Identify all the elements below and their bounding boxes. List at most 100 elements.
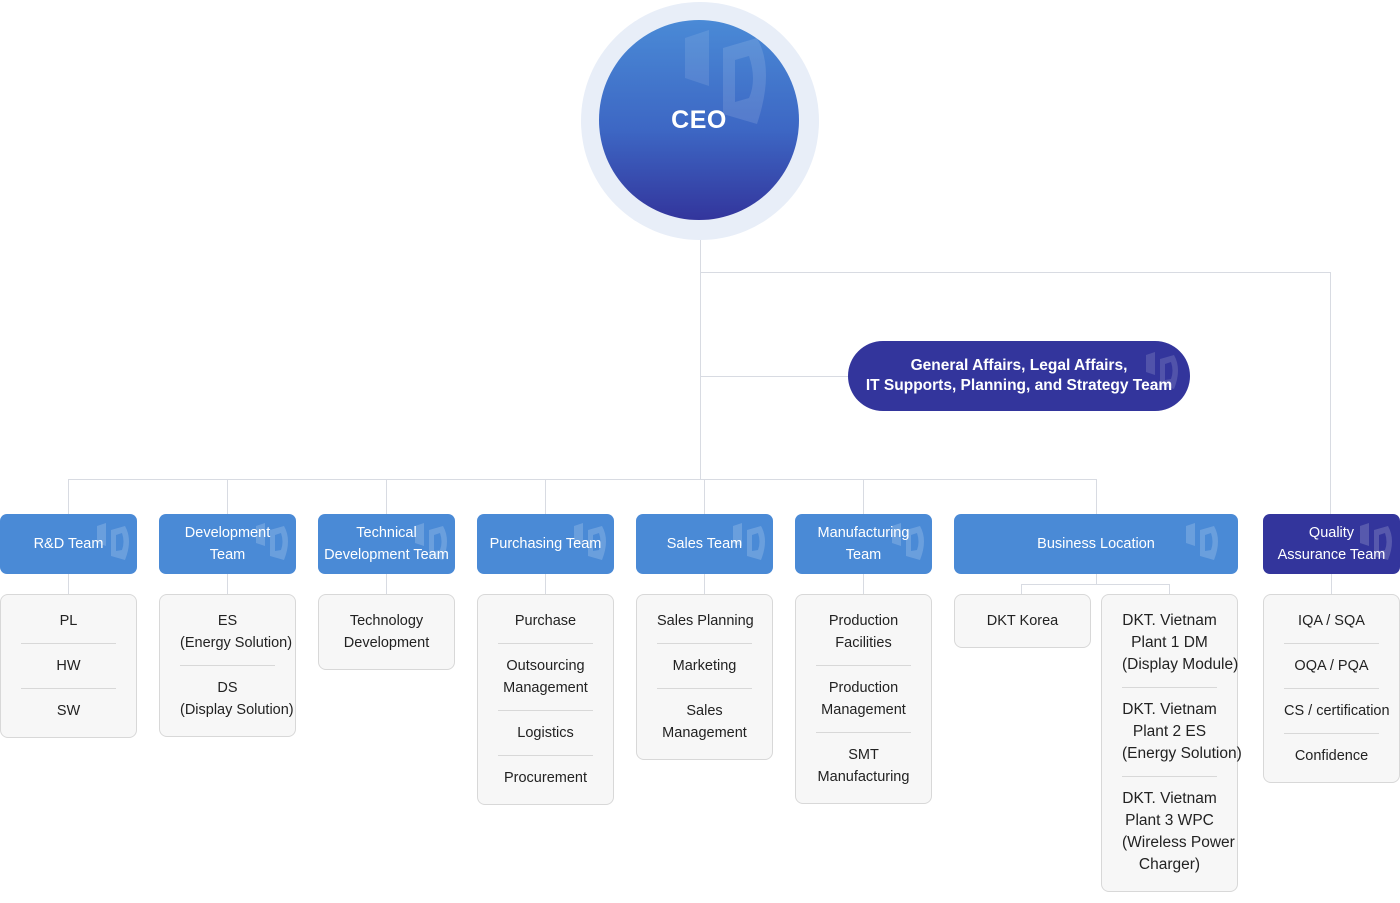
company-logo-icon — [1186, 523, 1218, 560]
list-item-line: ES — [217, 613, 238, 629]
list-item: IQA / SQA — [1284, 599, 1379, 643]
list-item-line: Plant 2 ES — [1132, 723, 1207, 740]
list-item-line: Sales Planning — [657, 613, 754, 629]
list-item-line: Production — [828, 613, 899, 629]
list-item: DS (Display Solution) — [180, 665, 294, 732]
development-team-label: Team — [209, 547, 246, 563]
list-item-line: Purchase — [514, 613, 577, 629]
list-item-line: (Display Solution) — [180, 702, 294, 718]
list-item: CS / certification — [1284, 688, 1390, 733]
list-item-line: Management — [503, 680, 588, 696]
general-affairs-line-2: IT Supports, Planning, and Strategy Team — [865, 377, 1173, 394]
team-connector — [863, 479, 864, 514]
business-location-label: Business Location — [1037, 536, 1155, 552]
manufacturing-team-label: Manufacturing — [817, 525, 910, 541]
purchasing-team-label: Purchasing Team — [489, 536, 602, 552]
team-connector — [545, 479, 546, 514]
development-team-box: ES(Energy Solution) DS (Display Solution) — [159, 594, 296, 737]
team-connector — [704, 479, 705, 514]
list-item-line: Charger) — [1138, 856, 1201, 873]
technical-development-team-label: Development Team — [324, 547, 449, 563]
general-affairs-node: General Affairs, Legal Affairs, IT Suppo… — [848, 341, 1190, 411]
list-item-line: Management — [821, 702, 906, 718]
list-item-line: Plant 1 DM — [1131, 634, 1208, 651]
list-item: OQA / PQA — [1284, 643, 1379, 688]
list-item-line: Management — [662, 725, 747, 741]
location-connector-right — [1169, 584, 1170, 594]
list-item-line: DKT. Vietnam — [1122, 790, 1217, 807]
list-item: Confidence — [1284, 733, 1379, 778]
ceo-vertical-connector — [700, 238, 701, 480]
box-connector — [1331, 574, 1332, 594]
location-connector-left — [1021, 584, 1022, 594]
list-item-line: (Display Module) — [1122, 656, 1239, 673]
development-team-label: Development — [184, 525, 271, 541]
quality-assurance-team-label: Quality — [1308, 525, 1355, 541]
list-item: PL — [21, 599, 116, 643]
list-item: Procurement — [498, 755, 593, 800]
general-affairs-line-1: General Affairs, Legal Affairs, — [910, 357, 1128, 374]
box-connector — [227, 574, 228, 594]
dkt-korea-box: DKT Korea — [954, 594, 1091, 648]
rd-team-label: R&D Team — [33, 536, 104, 552]
list-item-line: Manufacturing — [817, 769, 910, 785]
team-connector — [227, 479, 228, 514]
list-item-line: Procurement — [503, 770, 587, 786]
location-connector — [1096, 574, 1097, 584]
sales-team-node: Sales Team — [636, 514, 773, 574]
qa-horizontal-connector — [700, 272, 1331, 273]
rd-team-box: PL HW SW — [0, 594, 137, 738]
box-connector — [386, 574, 387, 594]
list-item-line: Logistics — [517, 725, 574, 741]
ceo-label: CEO — [671, 105, 727, 134]
list-item-line: DKT. Vietnam — [1122, 612, 1217, 629]
list-item-line: HW — [56, 658, 81, 674]
box-connector — [863, 574, 864, 594]
list-item: Purchase — [498, 599, 593, 643]
purchasing-team-node: Purchasing Team — [477, 514, 614, 574]
box-connector — [68, 574, 69, 594]
ceo-node: CEO — [599, 20, 799, 220]
list-item-line: CS / certification — [1284, 703, 1390, 719]
list-item-line: Technology — [349, 613, 424, 629]
list-item: DKT Korea — [975, 599, 1070, 643]
list-item: SW — [21, 688, 116, 733]
list-item-line: Sales — [686, 703, 723, 719]
list-item: ES(Energy Solution) — [180, 599, 292, 665]
list-item-line: DS — [217, 680, 238, 696]
list-item-line: Plant 3 WPC — [1125, 812, 1214, 829]
location-horizontal-connector — [1021, 584, 1170, 585]
list-item-line: Confidence — [1294, 748, 1369, 764]
list-item-line: (Energy Solution) — [1122, 745, 1242, 762]
list-item: Logistics — [498, 710, 593, 755]
rd-team-node: R&D Team — [0, 514, 137, 574]
list-item-line: Facilities — [835, 635, 892, 651]
list-item-line: IQA / SQA — [1298, 613, 1365, 629]
list-item-line: DKT Korea — [986, 613, 1059, 629]
manufacturing-team-label: Team — [845, 547, 882, 563]
list-item-line: Marketing — [672, 658, 737, 674]
technical-development-team-label: Technical — [356, 525, 417, 541]
box-connector — [545, 574, 546, 594]
qa-vertical-connector — [1330, 272, 1331, 514]
list-item-line: Production — [828, 680, 899, 696]
list-item: Sales Planning — [657, 599, 754, 643]
list-item-line: Outsourcing — [506, 658, 585, 674]
sales-team-label: Sales Team — [666, 536, 743, 552]
